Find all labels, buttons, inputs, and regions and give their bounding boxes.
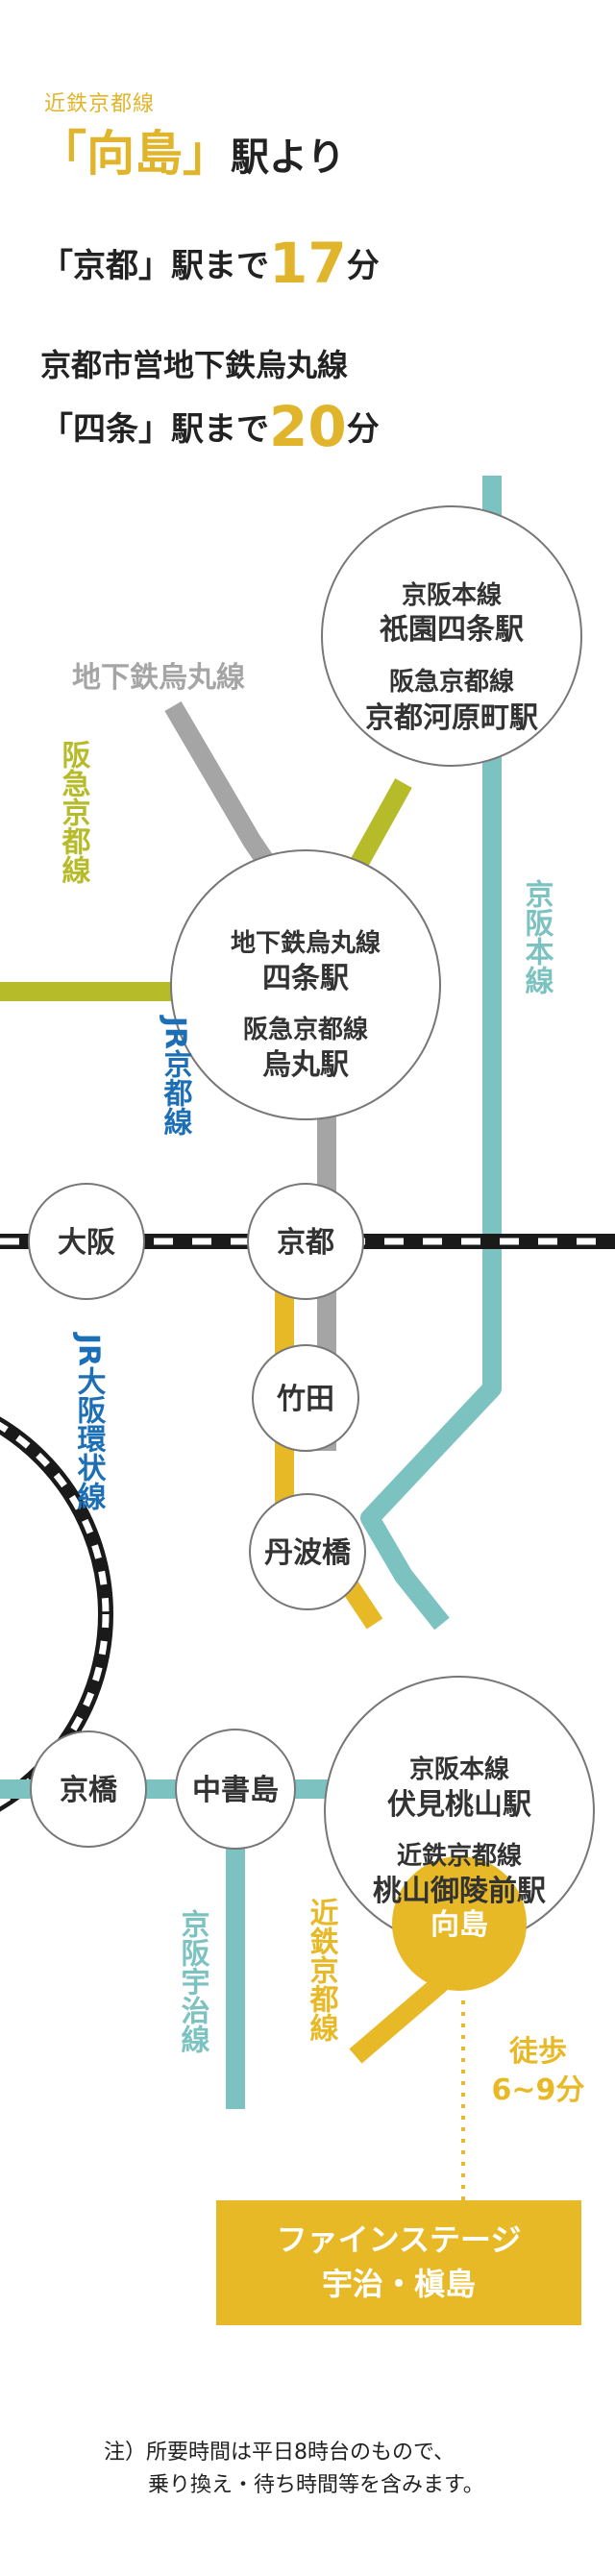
momoyama-line2: 近鉄京都線 <box>397 1841 522 1871</box>
shijo-name2: 烏丸駅 <box>262 1048 349 1082</box>
header-station-name: 「向島」 <box>38 126 231 182</box>
station-tambabashi: 丹波橋 <box>264 1536 352 1570</box>
header-line-name: 近鉄京都線 <box>44 92 156 116</box>
label-jr-kyoto: JR京都線 <box>159 1015 194 1137</box>
station-kyoto-circle <box>247 1183 364 1300</box>
station-takeda-circle <box>252 1344 359 1452</box>
route-kyoto-unit: 分 <box>346 247 380 285</box>
route-kyoto-minutes: 17 <box>269 231 347 296</box>
momoyama-name2: 桃山御陵前駅 <box>373 1875 546 1908</box>
gion-name1: 祇園四条駅 <box>380 613 524 647</box>
shijo-line2: 阪急京都線 <box>243 1015 368 1044</box>
destination-box <box>216 2200 581 2325</box>
header-station-suffix: 駅より <box>231 135 346 180</box>
route-shijo-prefix: 「四条」駅まで <box>40 410 269 449</box>
route-shijo-line: 京都市営地下鉄烏丸線 <box>40 347 349 383</box>
route-map: 京阪本線 祇園四条駅 阪急京都線 京都河原町駅 地下鉄烏丸線 四条駅 阪急京都線… <box>0 476 615 2325</box>
header-station: 「向島」駅より <box>38 115 345 184</box>
shijo-name1: 四条駅 <box>262 962 349 995</box>
station-tambabashi-circle <box>249 1493 366 1610</box>
route-kyoto: 「京都」駅まで17分 <box>40 231 380 296</box>
footnote-line1: 注）所要時間は平日8時台のもので、 <box>104 2441 455 2465</box>
destination-line2: 宇治・槇島 <box>322 2266 476 2302</box>
label-subway-karasuma: 地下鉄烏丸線 <box>72 661 245 695</box>
route-shijo-unit: 分 <box>346 410 380 449</box>
station-chushojima: 中書島 <box>192 1774 279 1807</box>
gion-line1: 京阪本線 <box>402 580 502 610</box>
station-osaka-circle <box>28 1183 145 1300</box>
gion-line2: 阪急京都線 <box>389 667 514 697</box>
label-keihan-main: 京阪本線 <box>520 878 554 994</box>
station-osaka: 大阪 <box>58 1226 115 1260</box>
route-shijo-minutes: 20 <box>269 394 347 459</box>
footnote-line2: 乗り換え・待ち時間等を含みます。 <box>148 2473 484 2497</box>
route-shijo: 「四条」駅まで20分 <box>40 394 380 459</box>
station-kyoto: 京都 <box>277 1226 334 1260</box>
walk-time: 6~9分 <box>492 2073 585 2107</box>
station-kyobashi-circle <box>30 1730 147 1848</box>
station-shijo-circle <box>170 849 441 1120</box>
route-kyoto-prefix: 「京都」駅まで <box>40 247 269 285</box>
footnote: 注）所要時間は平日8時台のもので、 乗り換え・待ち時間等を含みます。 <box>104 2437 484 2502</box>
station-chushojima-circle <box>175 1729 296 1850</box>
station-kyobashi: 京橋 <box>60 1774 118 1807</box>
destination-line1: ファインステージ <box>277 2221 522 2258</box>
keihan-main-line <box>360 476 502 1631</box>
station-gion-circle <box>321 505 582 767</box>
station-mukaijima-circle <box>392 1856 527 1991</box>
label-kintetsu: 近鉄京都線 <box>305 1898 340 2042</box>
label-keihan-uji: 京阪宇治線 <box>176 1908 210 2053</box>
label-hankyu: 阪急京都線 <box>57 740 92 884</box>
shijo-line1: 地下鉄烏丸線 <box>231 928 381 958</box>
jr-loop-line-dashes <box>0 1421 110 1807</box>
momoyama-line1: 京阪本線 <box>409 1754 509 1784</box>
gion-name2: 京都河原町駅 <box>365 701 538 735</box>
station-mukaijima: 向島 <box>430 1908 488 1942</box>
walk-label: 徒歩 <box>508 2035 567 2069</box>
label-jr-loop: JR大阪環状線 <box>72 1332 107 1511</box>
momoyama-name1: 伏見桃山駅 <box>387 1788 531 1822</box>
station-takeda: 竹田 <box>277 1383 334 1416</box>
